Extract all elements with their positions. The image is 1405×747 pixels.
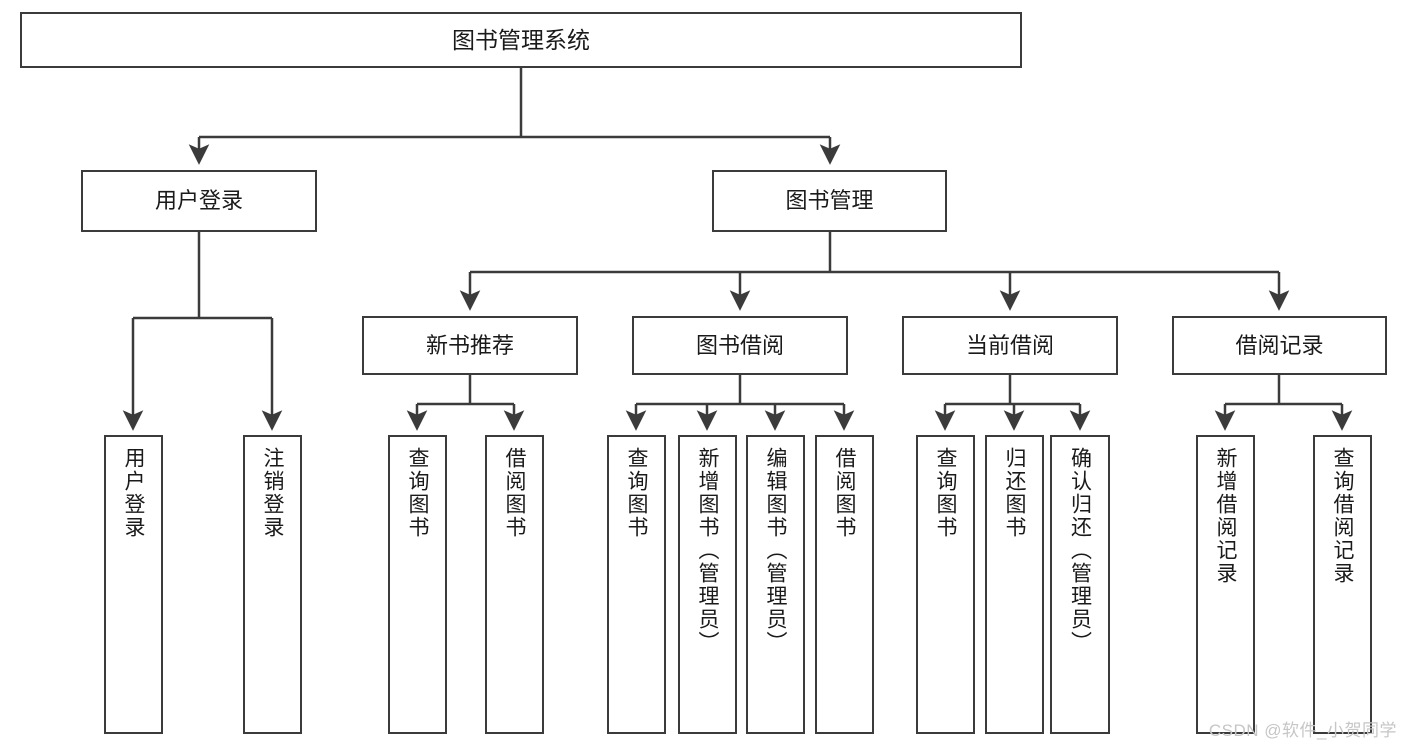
node-book-borrow[interactable]: 图书借阅 — [632, 316, 848, 375]
node-current-borrow-label: 当前借阅 — [965, 332, 1054, 358]
watermark: CSDN @软件_小贺同学 — [1208, 721, 1397, 740]
node-leaf-query-book-rec[interactable]: 查询图书 — [388, 435, 447, 734]
node-book-borrow-label: 图书借阅 — [695, 332, 784, 358]
node-leaf-user-login-label: 用户登录 — [122, 447, 145, 539]
node-leaf-confirm-return-admin-label: 确认归还（管理员） — [1068, 447, 1092, 654]
node-leaf-return-book-label: 归还图书 — [1003, 447, 1026, 539]
node-leaf-add-book-admin-label: 新增图书（管理员） — [696, 447, 719, 654]
node-leaf-add-borrow-record[interactable]: 新增借阅记录 — [1196, 435, 1255, 734]
node-book-manage-label: 图书管理 — [785, 188, 874, 214]
node-leaf-add-book-admin[interactable]: 新增图书（管理员） — [678, 435, 737, 734]
node-leaf-borrow-book-label: 借阅图书 — [833, 447, 856, 539]
node-leaf-query-borrow-record[interactable]: 查询借阅记录 — [1313, 435, 1372, 734]
node-leaf-query-book-label: 查询图书 — [625, 447, 648, 539]
node-leaf-logout[interactable]: 注销登录 — [243, 435, 302, 734]
node-root-label: 图书管理系统 — [452, 26, 590, 53]
node-leaf-query-book[interactable]: 查询图书 — [607, 435, 666, 734]
node-leaf-borrow-book-rec[interactable]: 借阅图书 — [485, 435, 544, 734]
node-leaf-query-borrow-record-label: 查询借阅记录 — [1331, 447, 1354, 585]
node-leaf-query-book-current-label: 查询图书 — [934, 447, 957, 539]
node-book-manage[interactable]: 图书管理 — [712, 170, 947, 232]
node-leaf-query-book-rec-label: 查询图书 — [406, 447, 429, 539]
node-leaf-confirm-return-admin[interactable]: 确认归还（管理员） — [1050, 435, 1110, 734]
node-leaf-logout-label: 注销登录 — [261, 447, 284, 539]
node-leaf-borrow-book-rec-label: 借阅图书 — [503, 447, 526, 539]
node-leaf-query-book-current[interactable]: 查询图书 — [916, 435, 975, 734]
node-borrow-record[interactable]: 借阅记录 — [1172, 316, 1387, 375]
node-new-book-rec-label: 新书推荐 — [425, 332, 514, 358]
node-current-borrow[interactable]: 当前借阅 — [902, 316, 1118, 375]
node-user-login-label: 用户登录 — [154, 188, 243, 214]
node-new-book-rec[interactable]: 新书推荐 — [362, 316, 578, 375]
node-leaf-edit-book-admin-label: 编辑图书（管理员） — [764, 447, 787, 654]
node-leaf-add-borrow-record-label: 新增借阅记录 — [1214, 447, 1237, 585]
node-leaf-borrow-book[interactable]: 借阅图书 — [815, 435, 874, 734]
node-leaf-return-book[interactable]: 归还图书 — [985, 435, 1044, 734]
node-root[interactable]: 图书管理系统 — [20, 12, 1022, 68]
node-borrow-record-label: 借阅记录 — [1235, 332, 1324, 358]
node-leaf-edit-book-admin[interactable]: 编辑图书（管理员） — [746, 435, 805, 734]
node-user-login[interactable]: 用户登录 — [81, 170, 317, 232]
node-leaf-user-login[interactable]: 用户登录 — [104, 435, 163, 734]
